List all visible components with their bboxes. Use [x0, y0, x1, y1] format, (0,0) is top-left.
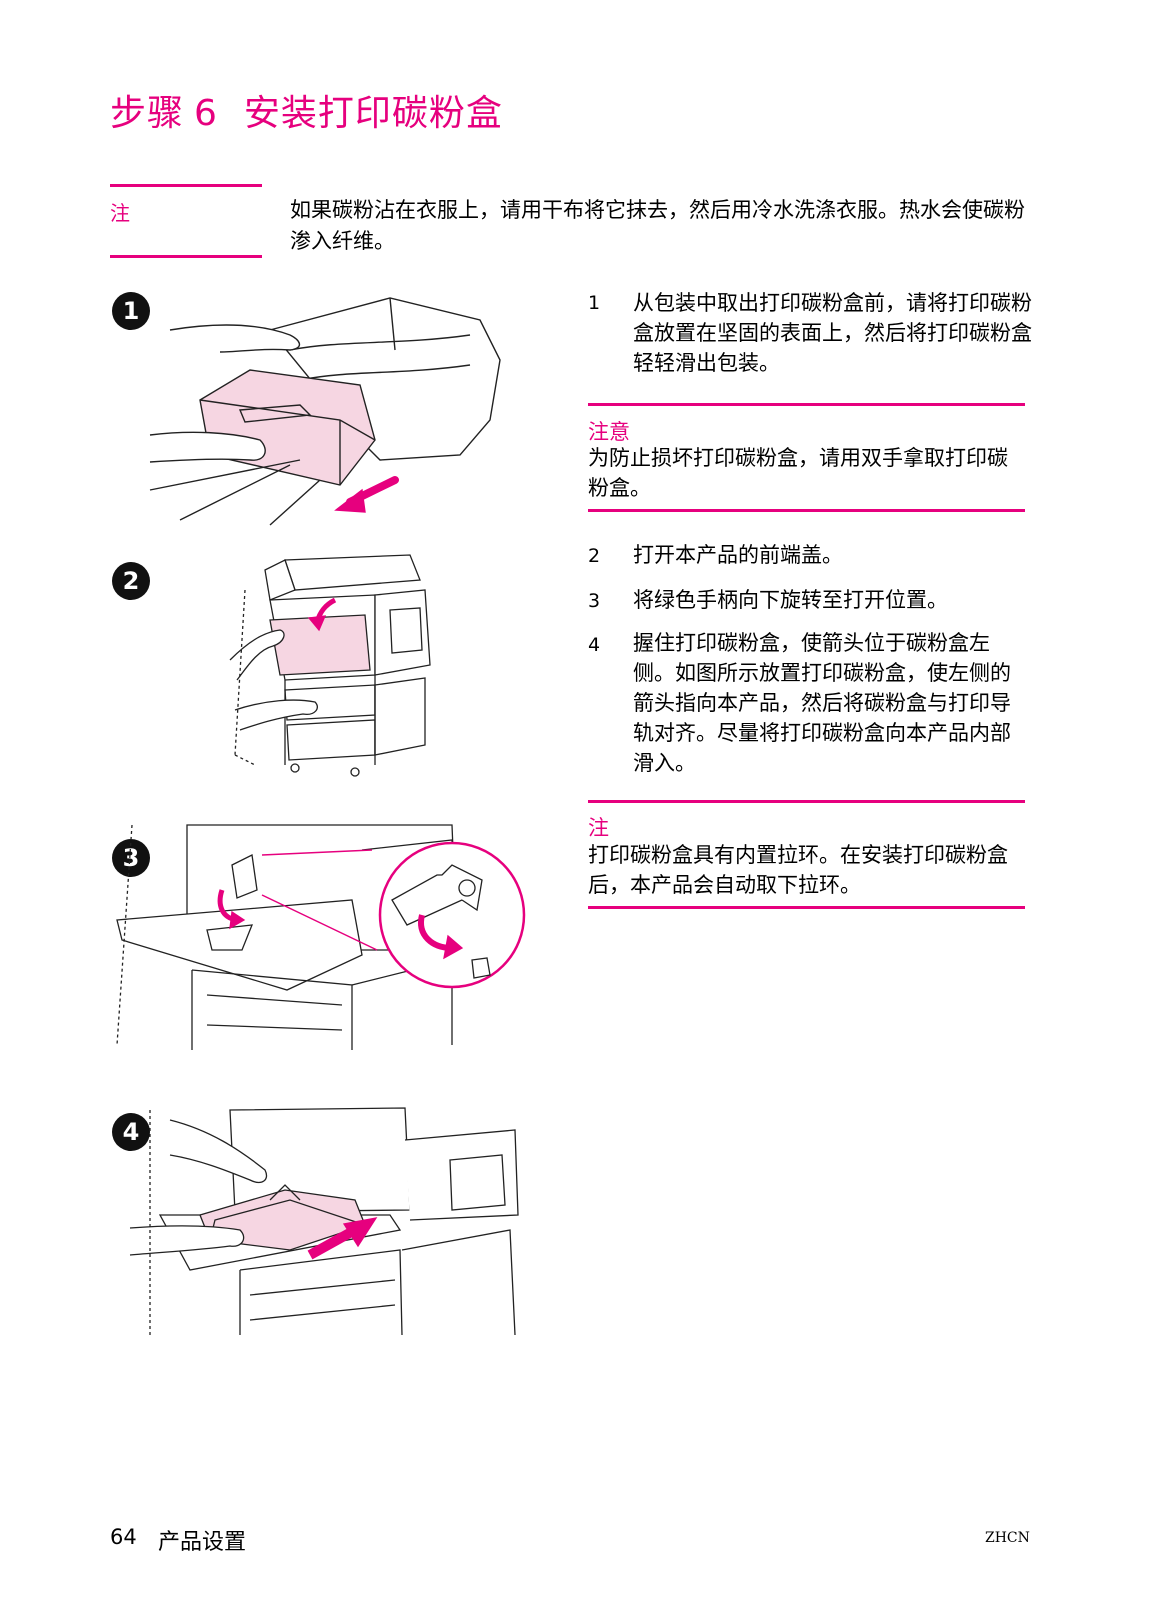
- footer-section: 产品设置: [158, 1530, 247, 1555]
- caution-text: 为防止损坏打印碳粉盒，请用双手拿取打印碳粉盒。: [588, 446, 1008, 500]
- figure-badge: 2: [112, 562, 150, 600]
- page-number: 64: [110, 1525, 137, 1549]
- note-top-text: 如果碳粉沾在衣服上，请用干布将它抹去，然后用冷水洗涤衣服。热水会使碳粉渗入纤维。: [290, 198, 1025, 253]
- title-text: 安装打印碳粉盒: [243, 93, 503, 134]
- rotate-handle-illustration: [116, 824, 526, 1050]
- caution-label: 注意: [588, 420, 630, 444]
- note-top-label: 注: [110, 201, 130, 225]
- caution-rule-bottom: [588, 509, 1025, 512]
- note-bottom-text: 打印碳粉盒具有内置拉环。在安装打印碳粉盒后，本产品会自动取下拉环。: [588, 843, 1008, 897]
- step-text: 将绿色手柄向下旋转至打开位置。: [633, 588, 948, 612]
- step-text: 握住打印碳粉盒，使箭头位于碳粉盒左侧。如图所示放置打印碳粉盒，使左侧的箭头指向本…: [633, 631, 1011, 775]
- title-step-word: 步骤: [110, 93, 185, 134]
- figure-badge: 1: [112, 292, 150, 330]
- caution-rule-top: [588, 403, 1025, 406]
- insert-cartridge-illustration: [129, 1107, 519, 1336]
- figure-badge: 4: [112, 1113, 150, 1151]
- note-top-rule: [110, 184, 262, 187]
- step-text: 打开本产品的前端盖。: [633, 543, 843, 567]
- step-number: 3: [588, 590, 601, 612]
- step-text: 从包装中取出打印碳粉盒前，请将打印碳粉盒放置在坚固的表面上，然后将打印碳粉盒轻轻…: [633, 291, 1032, 375]
- open-front-door-illustration: [229, 554, 431, 777]
- step-number: 1: [588, 292, 601, 314]
- step-number: 2: [588, 545, 601, 567]
- note-bottom-label: 注: [588, 816, 609, 840]
- note-top-rule-bottom: [110, 255, 262, 258]
- footer-locale-code: ZHCN: [985, 1530, 1030, 1546]
- title-step-number: 6: [194, 93, 218, 134]
- step-number: 4: [588, 634, 601, 656]
- note-bottom-rule-bottom: [588, 906, 1025, 909]
- unpack-cartridge-illustration: [149, 297, 501, 526]
- note-bottom-rule-top: [588, 800, 1025, 803]
